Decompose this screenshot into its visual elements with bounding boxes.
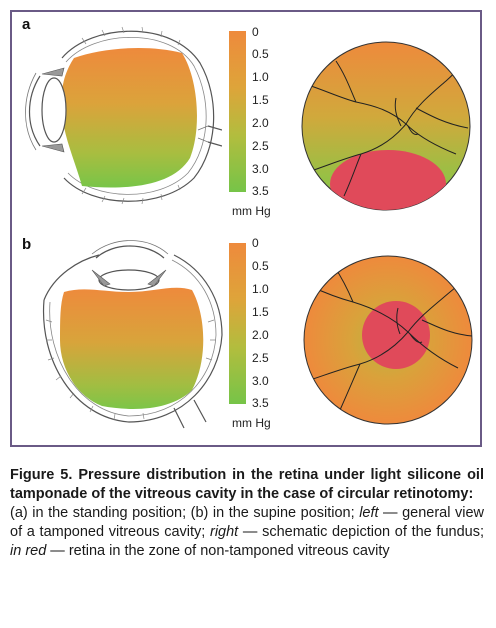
scale-unit-b: mm Hg (232, 416, 271, 430)
pressure-colorbar-a (229, 31, 246, 192)
non-tamponed-zone-b (362, 301, 430, 369)
vitreous-cavity-a (61, 47, 197, 188)
scale-tick-a-4: 2.0 (252, 116, 269, 130)
caption-left: left (359, 505, 379, 521)
scale-tick-a-0: 0 (252, 25, 259, 39)
scale-tick-b-4: 2.0 (252, 328, 269, 342)
scale-tick-a-5: 2.5 (252, 139, 269, 153)
scale-tick-b-7: 3.5 (252, 396, 269, 410)
eye-side-view-b (42, 240, 223, 429)
caption-part3: — schematic depiction of the fundus; (238, 524, 484, 540)
fundus-schematic-b (303, 255, 473, 425)
non-tamponed-zone-a (330, 150, 446, 210)
scale-tick-b-1: 0.5 (252, 259, 269, 273)
caption-part1: (a) in the standing position; (b) in the… (10, 505, 360, 521)
scale-tick-a-3: 1.5 (252, 93, 269, 107)
panel-letter-a: a (22, 16, 31, 33)
scale-tick-b-5: 2.5 (252, 351, 269, 365)
scale-tick-b-3: 1.5 (252, 305, 269, 319)
vitreous-cavity-b (60, 287, 204, 409)
scale-tick-a-6: 3.0 (252, 162, 269, 176)
scale-tick-a-1: 0.5 (252, 47, 269, 61)
figure-caption: Figure 5. Pressure distribution in the r… (10, 466, 484, 561)
caption-title: Figure 5. Pressure distribution in the r… (10, 467, 484, 502)
scale-tick-b-6: 3.0 (252, 374, 269, 388)
eye-side-view-a (25, 26, 222, 205)
scale-tick-a-2: 1.0 (252, 70, 269, 84)
pressure-colorbar-b (229, 243, 246, 404)
caption-red: in red (10, 543, 47, 559)
scale-tick-b-0: 0 (252, 236, 259, 250)
caption-part2: — general view of a tamponed vitreous ca… (10, 505, 484, 540)
scale-unit-a: mm Hg (232, 204, 271, 218)
panel-letter-b: b (22, 236, 32, 253)
caption-right: right (209, 524, 239, 540)
scale-tick-a-7: 3.5 (252, 184, 269, 198)
scale-tick-b-2: 1.0 (252, 282, 269, 296)
caption-part4: — retina in the zone of non-tamponed vit… (46, 543, 390, 559)
caption-body: (a) in the standing position; (b) in the… (10, 504, 484, 561)
fundus-schematic-a (301, 41, 471, 211)
